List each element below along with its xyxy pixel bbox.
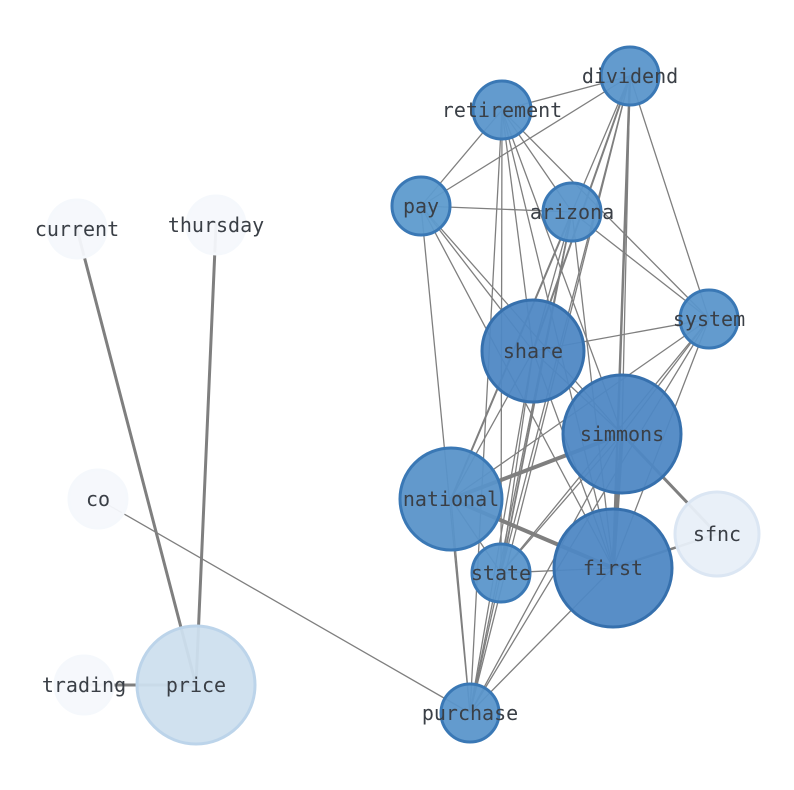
node-retirement[interactable] [471,79,533,141]
edge-thursday-price [194,223,218,687]
edge-current-price [75,227,198,687]
node-pay[interactable] [390,175,452,237]
node-dividend[interactable] [599,45,661,107]
node-arizona[interactable] [541,181,603,243]
node-label-current: current [35,217,119,241]
edge-arizona-purchase [469,211,573,714]
node-thursday[interactable] [185,194,247,256]
edge-dividend-pay [420,75,631,207]
node-sfnc[interactable] [673,490,761,578]
edge-retirement-system [501,109,710,320]
node-layer [46,45,761,746]
node-system[interactable] [678,288,740,350]
node-national[interactable] [398,446,504,552]
node-label-share: share [503,339,563,363]
node-label-first: first [583,556,643,580]
edge-share-purchase [469,350,534,714]
node-label-system: system [673,307,745,331]
node-label-thursday: thursday [168,213,264,237]
node-label-sfnc: sfnc [693,522,741,546]
node-label-national: national [403,487,499,511]
node-simmons[interactable] [561,373,683,495]
node-share[interactable] [480,298,586,404]
node-current[interactable] [46,198,108,260]
node-label-simmons: simmons [580,422,664,446]
node-trading[interactable] [53,654,115,716]
node-label-co: co [86,487,110,511]
node-label-pay: pay [403,194,439,218]
node-purchase[interactable] [439,682,501,744]
label-layer: dividend retirement pay arizona system share s… [35,64,745,725]
node-label-retirement: retirement [442,98,562,122]
node-label-dividend: dividend [582,64,678,88]
node-label-price: price [166,673,226,697]
node-first[interactable] [552,507,674,629]
edge-co-purchase [97,498,471,714]
edge-retirement-purchase [469,109,503,714]
edge-dividend-system [629,75,710,320]
node-price[interactable] [135,624,257,746]
node-label-arizona: arizona [530,200,614,224]
node-label-trading: trading [42,673,126,697]
node-label-purchase: purchase [422,701,518,725]
node-state[interactable] [470,542,532,604]
node-co[interactable] [67,468,129,530]
node-label-state: state [471,561,531,585]
